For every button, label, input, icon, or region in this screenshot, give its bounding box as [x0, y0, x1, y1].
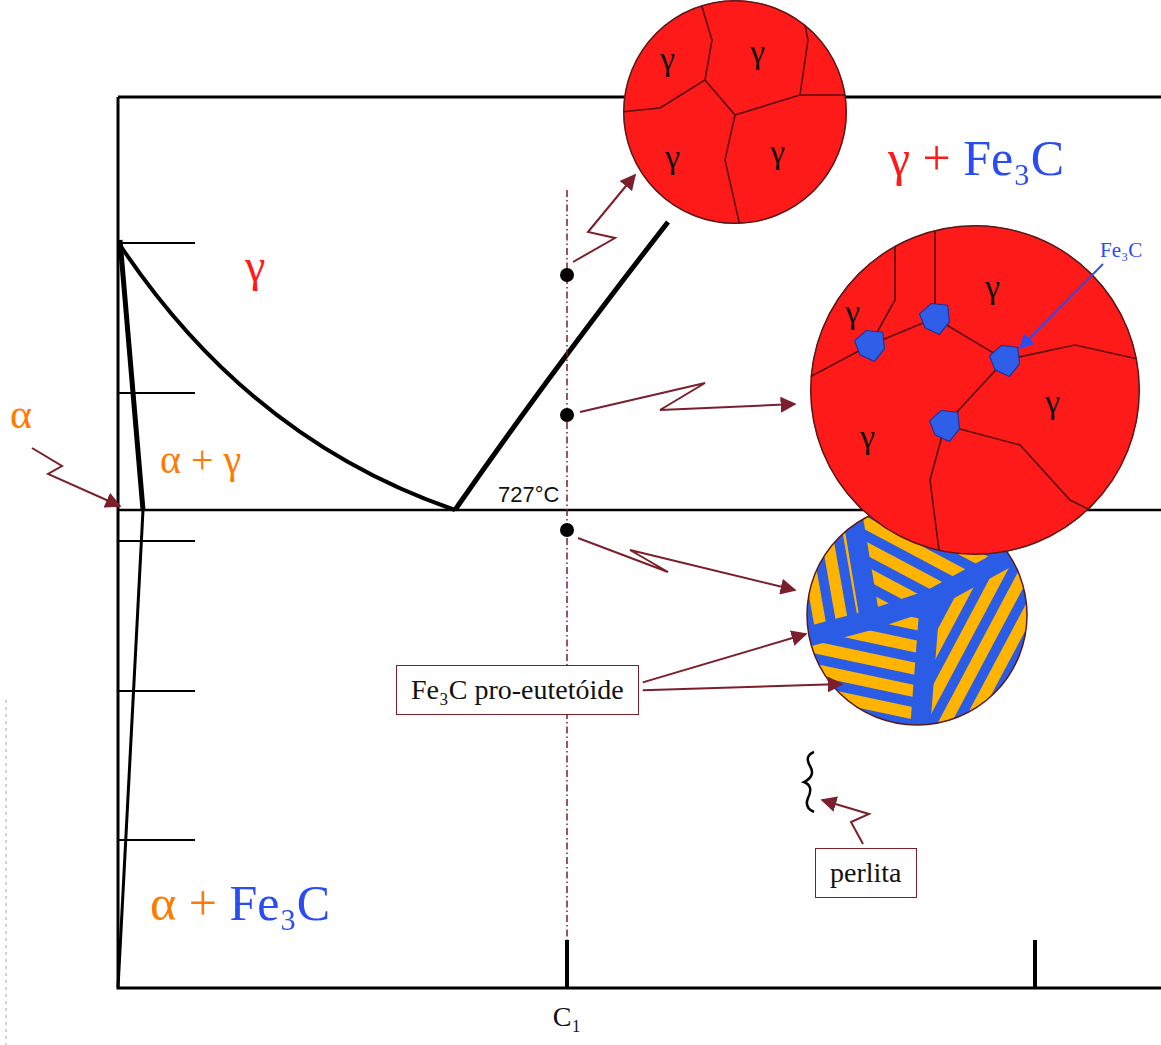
cementite-particle	[920, 304, 950, 335]
grain-boundary	[935, 318, 1142, 360]
callout-box: Fe₃C pro-eutetóide	[396, 665, 639, 715]
leader-arrow	[643, 634, 806, 682]
lamella	[646, 735, 1116, 835]
leader-arrow	[643, 684, 842, 690]
a3-line	[120, 245, 455, 510]
zigzag-arrow	[32, 448, 120, 506]
temperature-label: 727°C	[498, 484, 559, 506]
micrograph-outline	[624, 1, 847, 224]
cementite-particle	[855, 331, 885, 362]
grain-boundary	[870, 222, 895, 345]
zigzag-arrow	[578, 538, 795, 590]
lamella	[726, 405, 809, 878]
composition-line	[566, 190, 568, 940]
leader-arrow	[1020, 264, 1103, 348]
phase-label: γ	[750, 35, 765, 69]
cementite-particle	[990, 346, 1020, 377]
grain-boundary	[945, 425, 1110, 520]
phase-label: γ	[860, 420, 875, 454]
phase-label: γ	[660, 42, 675, 76]
phase-label: γ	[665, 140, 680, 174]
grain-boundary	[930, 360, 1005, 558]
phase-region-label: γ	[245, 243, 265, 289]
micrograph-circle: γ γ γ γ	[623, 0, 847, 224]
cementite-particle	[930, 411, 960, 442]
zigzag-arrow	[580, 383, 795, 412]
phase-region-label: α	[10, 393, 32, 435]
axis-ticks	[567, 940, 1035, 988]
brace	[804, 752, 814, 812]
zigzag-arrow	[573, 175, 635, 262]
micrograph-outline	[811, 226, 1140, 555]
austenite-ground	[810, 225, 1140, 555]
phase-label: γ	[1045, 385, 1060, 419]
callout-box: perlita	[815, 848, 917, 898]
lamella	[651, 714, 1121, 814]
phase-label: γ	[985, 270, 1000, 304]
phase-region-label: α + Fe₃C	[150, 878, 330, 928]
lamella	[669, 628, 1139, 728]
micrograph	[810, 225, 1140, 555]
alpha-solvus	[118, 510, 143, 988]
lamella	[655, 692, 1125, 792]
phase-region-label: α + γ	[160, 440, 241, 480]
lamella	[641, 757, 1111, 857]
alpha-solvus	[120, 240, 143, 510]
phase-label: γ	[845, 295, 860, 329]
state-dot	[560, 523, 574, 537]
grain-boundary	[735, 95, 850, 115]
micrograph-circle: γ γ γ γ Fe₃C	[810, 225, 1140, 555]
callout-text: Fe₃C pro-eutetóide	[411, 674, 624, 705]
composition-label: C₁	[553, 1003, 581, 1031]
acm-line	[455, 222, 668, 510]
state-dot	[560, 408, 574, 422]
state-dot	[560, 268, 574, 282]
austenite-ground	[623, 0, 847, 224]
lamella	[644, 617, 1068, 842]
lamella	[674, 606, 1144, 706]
lamella	[664, 649, 1134, 749]
leader-arrow	[822, 800, 869, 844]
grain-boundary	[800, 0, 808, 95]
grain-structure	[808, 222, 1142, 558]
phase-label: γ	[770, 135, 785, 169]
lamella	[660, 671, 1130, 771]
grain-boundary	[700, 0, 740, 226]
phase-pointer-label: Fe₃C	[1100, 240, 1142, 261]
leader-lines	[643, 634, 869, 844]
micrograph	[623, 0, 847, 224]
callout-text: perlita	[830, 857, 902, 888]
grain-structure	[620, 0, 850, 226]
margin-mark	[6, 700, 7, 1045]
phase-region-label: γ + Fe₃C	[888, 133, 1064, 183]
lamella	[704, 409, 787, 882]
grain-boundary	[620, 80, 705, 112]
axes-frame	[118, 97, 1161, 988]
